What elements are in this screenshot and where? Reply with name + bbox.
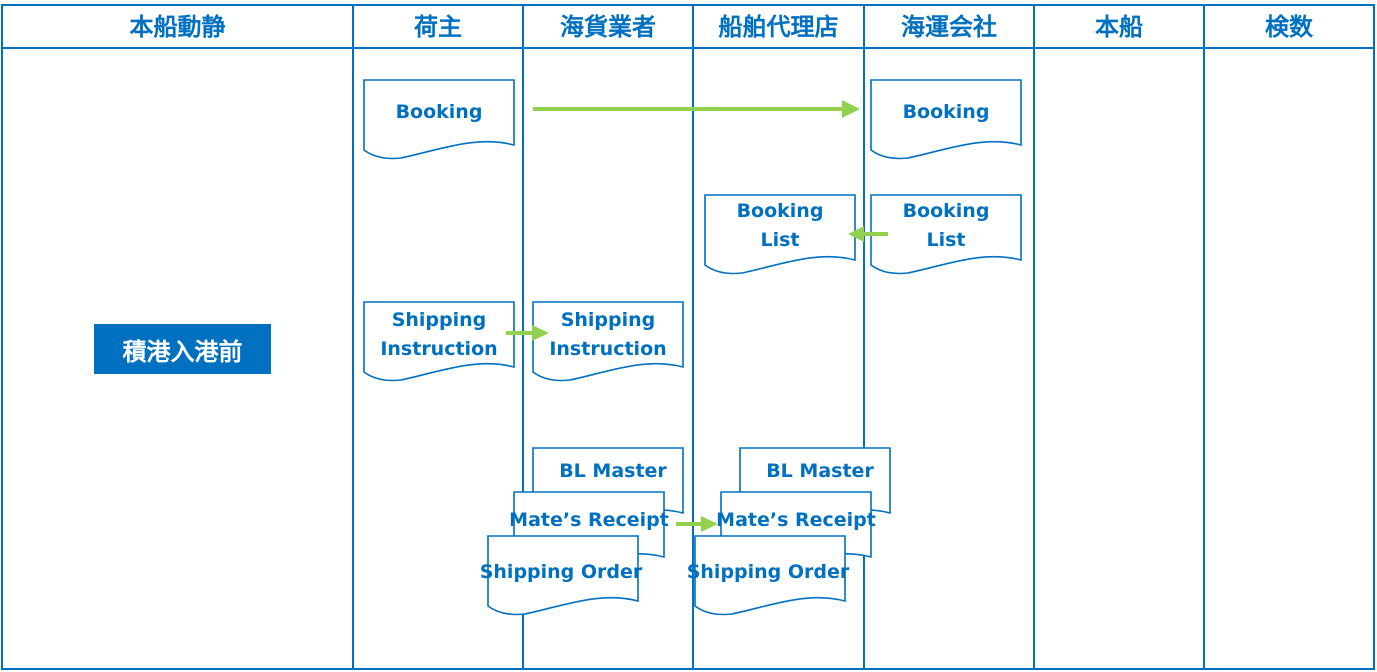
doc-shape-booking-list-carrier [870,194,1022,275]
lane-header-forwarder: 海貨業者 [560,12,656,41]
doc-shape-booking-carrier [870,79,1022,160]
doc-shape-si-forwarder [532,301,684,382]
doc-label-line: Instruction [549,338,667,360]
flow-arrow [533,100,860,118]
doc-label-line: Instruction [380,338,498,360]
lane-header-shipping-agent: 船舶代理店 [718,12,839,41]
lane-header-tally: 検数 [1265,12,1313,41]
doc-bl-master-agent: BL Master [750,456,890,486]
doc-label-line: Shipping Order [479,560,643,583]
doc-si-shipper: Shipping Instruction [364,305,514,365]
doc-shape-booking-shipper [363,79,515,160]
doc-booking-carrier: Booking [871,90,1021,134]
document-shapes [363,79,1022,616]
doc-label-line: Mate’s Receipt [509,508,669,531]
phase-badge: 積港入港前 [94,324,271,374]
doc-label-line: Booking [395,100,483,123]
flow-arrow [848,226,888,242]
doc-label-line: Mate’s Receipt [716,508,876,531]
doc-bl-master-forwarder: BL Master [543,456,683,486]
doc-shape-shipping-order-forwarder [487,535,639,616]
doc-shape-booking-list-agent [704,194,856,275]
doc-label-line: Shipping [391,309,487,331]
doc-label-line: List [926,229,966,251]
doc-label-line: Shipping [560,309,656,331]
doc-label-line: List [760,229,800,251]
doc-mates-receipt-agent: Mate’s Receipt [716,505,876,535]
diagram-frame [1,4,1375,670]
doc-label-line: BL Master [766,459,874,482]
doc-booking-list-agent: Booking List [705,196,855,256]
doc-label-line: Booking [736,200,824,222]
doc-shipping-order-agent: Shipping Order [683,557,853,587]
flow-arrows [506,100,888,532]
flow-arrow [506,325,549,341]
doc-shape-si-shipper [363,301,515,382]
doc-label-line: Booking [902,200,990,222]
lane-header-vessel: 本船 [1095,12,1143,41]
lane-header-shipper: 荷主 [414,12,462,41]
lane-header-shipping-line: 海運会社 [901,12,997,41]
doc-shape-shipping-order-agent [694,535,846,616]
doc-si-forwarder: Shipping Instruction [533,305,683,365]
doc-label-line: Shipping Order [686,560,850,583]
doc-label-line: Booking [902,100,990,123]
doc-label-line: BL Master [559,459,667,482]
doc-mates-receipt-forwarder: Mate’s Receipt [509,505,669,535]
doc-booking-shipper: Booking [364,90,514,134]
doc-shipping-order-forwarder: Shipping Order [476,557,646,587]
lane-header-vessel-movement: 本船動静 [129,12,226,41]
flow-arrow [676,516,718,532]
doc-booking-list-carrier: Booking List [871,196,1021,256]
